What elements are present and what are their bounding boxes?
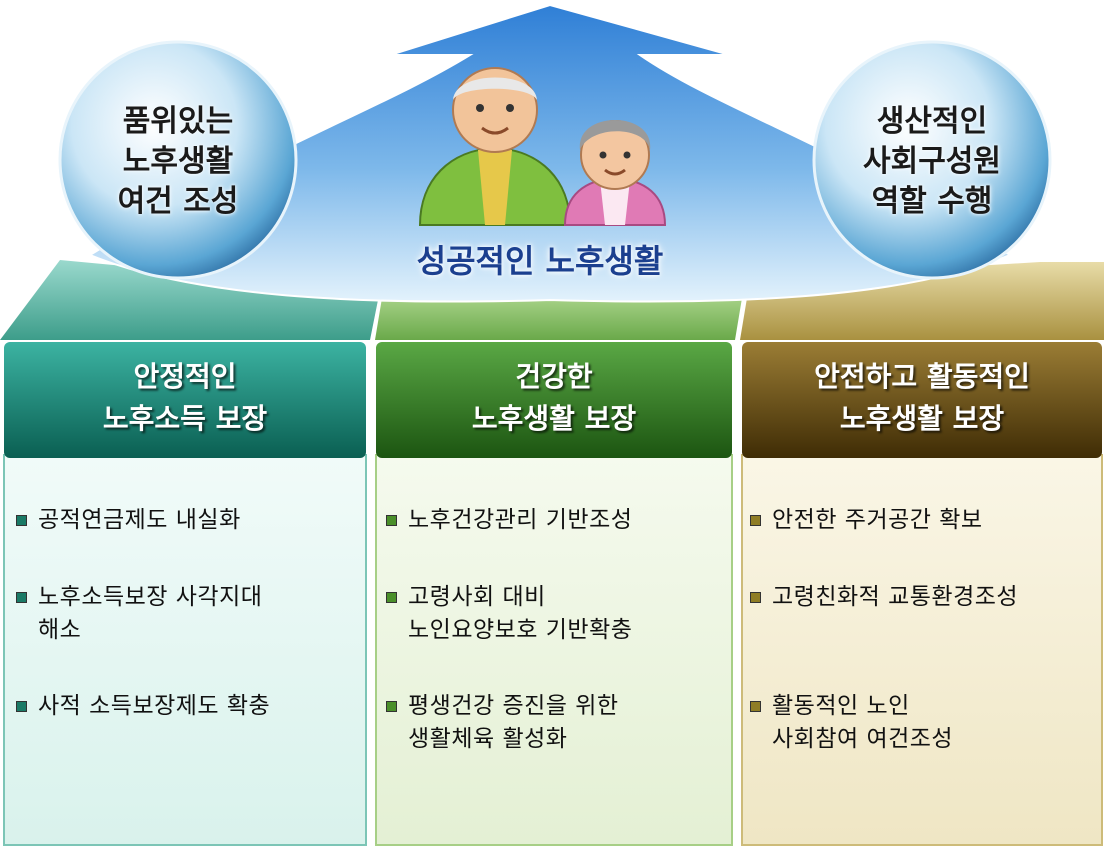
list-item: 활동적인 노인 사회참여 여건조성: [750, 690, 1100, 756]
right-circle-line-2: 사회구성원: [863, 144, 1001, 179]
column-3-header-line-2: 노후생활 보장: [839, 402, 1005, 435]
right-circle-line-1: 생산적인: [876, 104, 988, 139]
list-item: 노후소득보장 사각지대 해소: [16, 581, 361, 647]
column-3-items: 안전한 주거공간 확보 고령친화적 교통환경조성 활동적인 노인 사회참여 여건…: [750, 504, 1100, 799]
column-2-header-line-1: 건강한: [515, 360, 593, 393]
list-item-text: 안전한 주거공간 확보: [772, 507, 983, 533]
column-header-green: [376, 342, 732, 458]
left-circle-line-3: 여건 조성: [117, 184, 239, 219]
right-circle-line-3: 역할 수행: [871, 184, 993, 219]
list-item: 사적 소득보장제도 확충: [16, 690, 361, 723]
column-3-header-line-1: 안전하고 활동적인: [814, 360, 1030, 393]
bullet-icon: [16, 701, 27, 712]
column-1-header: 안정적인 노후소득 보장: [4, 356, 366, 440]
column-3-header: 안전하고 활동적인 노후생활 보장: [742, 356, 1102, 440]
list-item-text: 평생건강 증진을 위한 생활체육 활성화: [408, 693, 619, 752]
left-circle-line-1: 품위있는: [122, 104, 234, 139]
bullet-icon: [386, 515, 397, 526]
bullet-icon: [750, 592, 761, 603]
list-item-text: 노후건강관리 기반조성: [408, 507, 633, 533]
list-item-text: 고령친화적 교통환경조성: [772, 584, 1019, 610]
elderly-couple-illustration: [418, 67, 667, 226]
column-2-header: 건강한 노후생활 보장: [376, 356, 732, 440]
bullet-icon: [386, 701, 397, 712]
column-body-teal: [3, 454, 367, 846]
bullet-icon: [750, 701, 761, 712]
column-body-gold: [741, 454, 1103, 846]
bullet-icon: [750, 515, 761, 526]
bullet-icon: [16, 515, 27, 526]
bullet-icon: [16, 592, 27, 603]
column-header-teal: [4, 342, 366, 458]
left-circle-text: 품위있는 노후생활 여건 조성: [88, 102, 268, 222]
column-1-header-line-1: 안정적인: [133, 360, 237, 393]
list-item: 안전한 주거공간 확보: [750, 504, 1100, 537]
list-item: 고령사회 대비 노인요양보호 기반확충: [386, 581, 726, 647]
column-1-items: 공적연금제도 내실화 노후소득보장 사각지대 해소 사적 소득보장제도 확충: [16, 504, 361, 766]
list-item-text: 사적 소득보장제도 확충: [38, 693, 271, 719]
upward-arrow: [87, 3, 1013, 303]
list-item: 고령친화적 교통환경조성: [750, 581, 1100, 614]
right-circle-text: 생산적인 사회구성원 역할 수행: [842, 102, 1022, 222]
column-2-header-line-2: 노후생활 보장: [471, 402, 637, 435]
list-item-text: 공적연금제도 내실화: [38, 507, 241, 533]
column-header-gold: [742, 342, 1102, 458]
list-item-text: 활동적인 노인 사회참여 여건조성: [772, 693, 954, 752]
list-item: 공적연금제도 내실화: [16, 504, 361, 537]
left-sphere: [58, 40, 298, 280]
column-2-items: 노후건강관리 기반조성 고령사회 대비 노인요양보호 기반확충 평생건강 증진을…: [386, 504, 726, 799]
bullet-icon: [386, 592, 397, 603]
arrow-label: 성공적인 노후생활: [416, 242, 664, 280]
column-1-header-line-2: 노후소득 보장: [102, 402, 268, 435]
left-circle-line-2: 노후생활: [122, 144, 234, 179]
list-item-text: 노후소득보장 사각지대 해소: [38, 584, 263, 643]
column-top-teal: [0, 260, 380, 340]
list-item: 노후건강관리 기반조성: [386, 504, 726, 537]
list-item: 평생건강 증진을 위한 생활체육 활성화: [386, 690, 726, 756]
column-body-green: [375, 454, 733, 846]
right-sphere: [812, 40, 1052, 280]
list-item-text: 고령사회 대비 노인요양보호 기반확충: [408, 584, 633, 643]
